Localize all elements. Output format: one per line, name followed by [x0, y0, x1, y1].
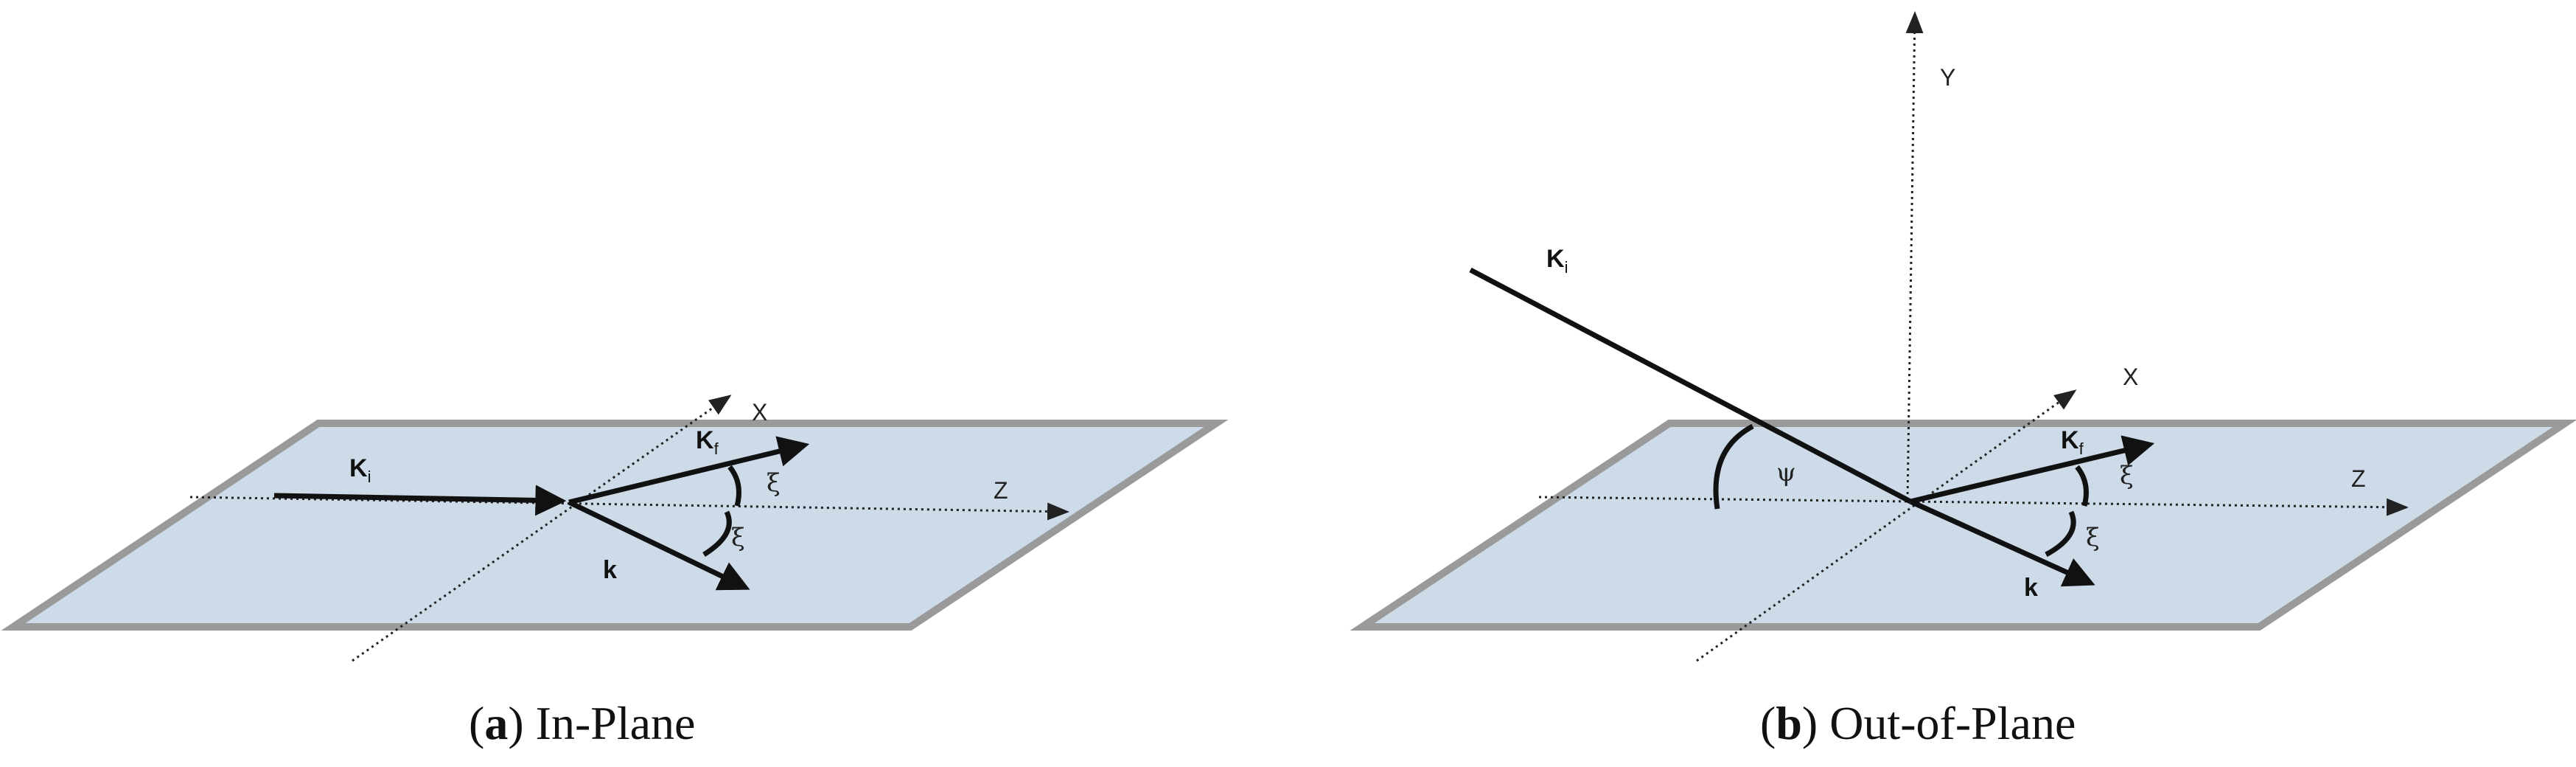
panel-b-k-incident-label: Ki — [1546, 245, 1568, 277]
panel-b-x-axis — [1696, 389, 2077, 662]
panel-a-x-axis-label: X — [752, 399, 767, 426]
panel-b-psi-arc — [1713, 423, 1754, 510]
panel-a-x-axis — [352, 395, 732, 662]
panel-b-k-incident-vector — [1469, 267, 1912, 504]
panel-b-k-label: k — [2024, 574, 2038, 602]
panel-a-k-final-label: Kf — [696, 426, 719, 458]
panel-b-k-final-label: Kf — [2061, 426, 2084, 458]
panel-b-x-axis-label: X — [2123, 364, 2138, 390]
panel-a-xi-arc-lower — [702, 510, 732, 557]
panel-b-z-axis-label: Z — [2351, 465, 2366, 492]
panel-b-xi-arc-upper — [2075, 465, 2089, 507]
panel-a-in-plane: Ki Kf k X Z ξ ξ (a) In-Plane — [1, 395, 1229, 749]
panel-a-z-axis-label: Z — [994, 477, 1008, 504]
panel-a-xi-upper-label: ξ — [767, 468, 781, 498]
panel-b-caption: (b) Out-of-Plane — [1760, 697, 2076, 749]
panel-b-y-axis-label: Y — [1940, 64, 1955, 91]
panel-a-xi-arc-upper — [727, 465, 741, 507]
panel-a-k-vector — [568, 499, 750, 591]
panel-b-k-final-vector — [1910, 435, 2155, 504]
panel-b-xi-lower-label: ξ — [2086, 523, 2100, 552]
panel-b-xi-upper-label: ξ — [2120, 461, 2134, 490]
panel-b-psi-label: ψ — [1776, 458, 1796, 487]
panel-a-k-incident-label: Ki — [349, 454, 371, 486]
panel-a-xi-lower-label: ξ — [731, 523, 745, 552]
panel-b-k-vector — [1909, 499, 2095, 587]
panel-b-out-of-plane: Ki Kf k Y X Z ψ ξ ξ (b) Out-of-Plane — [1350, 11, 2576, 749]
panel-a-caption: (a) In-Plane — [469, 697, 695, 749]
panel-b-xi-arc-lower — [2045, 510, 2076, 558]
panel-a-k-incident-vector — [273, 485, 567, 516]
panel-b-y-axis — [1905, 11, 1924, 501]
panel-a-k-label: k — [603, 556, 617, 584]
panel-a-k-final-vector — [568, 436, 810, 505]
